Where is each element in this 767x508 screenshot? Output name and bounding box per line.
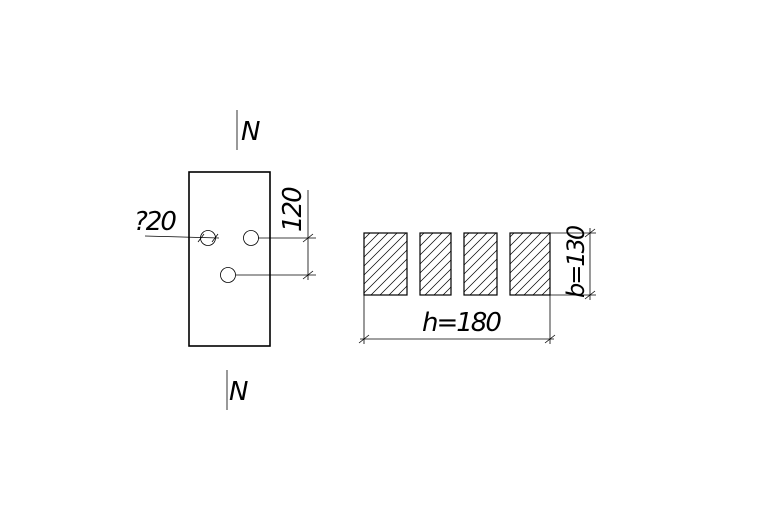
diameter-tick-2	[211, 233, 219, 243]
section-block-4	[509, 232, 551, 296]
thickness-tick-top	[584, 228, 596, 238]
section-block-2	[419, 232, 452, 296]
width-tick-right	[544, 334, 556, 344]
front-view: N ?20 120 N	[134, 110, 316, 410]
diameter-leader	[144, 235, 220, 239]
section-block-1	[363, 232, 408, 296]
spacing-label: 120	[278, 187, 308, 232]
spacing-tick-lower	[302, 270, 314, 280]
bolt-hole-right	[243, 230, 259, 246]
thickness-tick-bottom	[584, 290, 596, 300]
section-block-3	[463, 232, 498, 296]
force-label-top: N	[241, 117, 260, 147]
width-label: h=180	[422, 308, 501, 338]
hole-diameter-label: ?20	[134, 207, 176, 237]
width-tick-left	[358, 334, 370, 344]
diameter-tick-1	[197, 233, 205, 243]
force-label-bottom: N	[229, 377, 248, 407]
plate-outline	[188, 171, 271, 347]
spacing-tick-upper	[302, 233, 314, 243]
section-view: h=180 b=130	[358, 225, 596, 344]
thickness-label: b=130	[562, 225, 590, 298]
bolt-hole-lower	[220, 267, 236, 283]
